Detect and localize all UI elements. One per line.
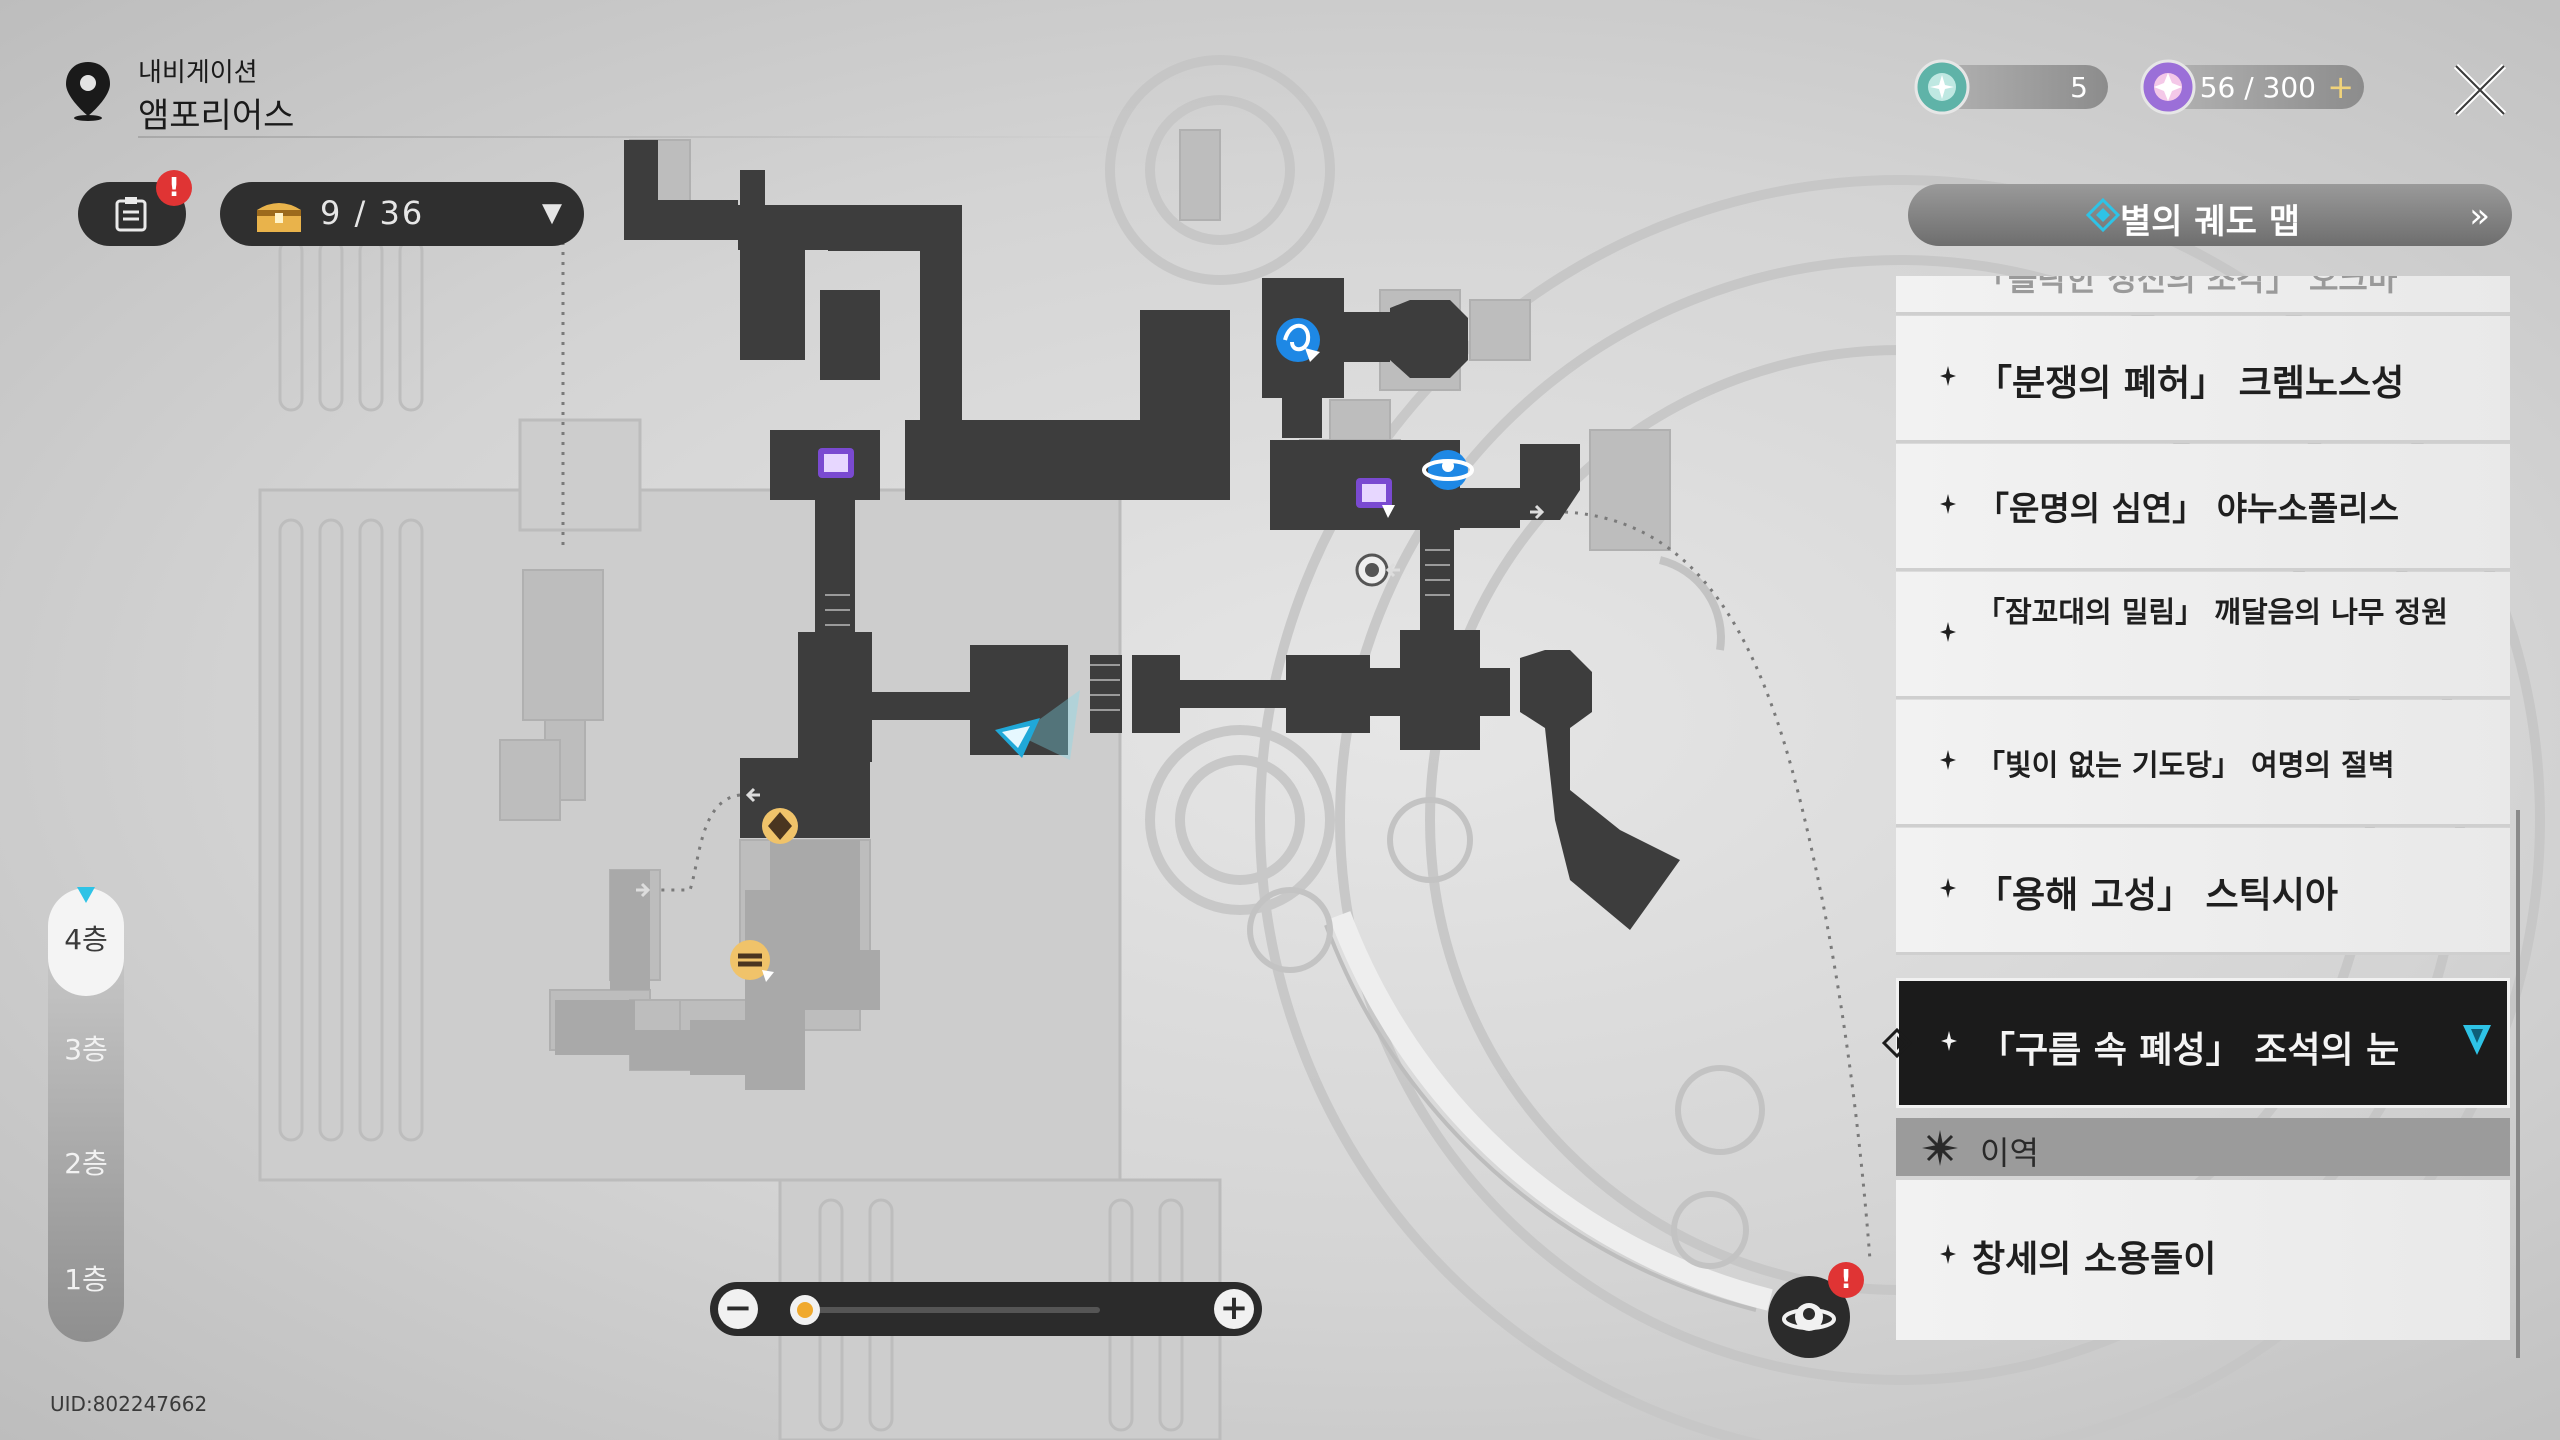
category-label: 이역 xyxy=(1980,1134,2039,1172)
location-pin-icon xyxy=(66,62,110,121)
star-orbit-map-button[interactable]: 별의 궤도 맵 » xyxy=(1908,184,2512,246)
clipboard-icon xyxy=(115,197,147,232)
selected-triangle-icon xyxy=(2463,1025,2491,1055)
mission-log-button[interactable]: ! xyxy=(78,170,192,246)
floor-3-button[interactable]: 3층 xyxy=(48,998,124,1102)
treasure-chest-marker[interactable] xyxy=(818,448,854,478)
interastral-guide-button[interactable]: ! xyxy=(1768,1262,1864,1358)
fuel-value: 5 xyxy=(2070,71,2088,104)
compass-star-icon xyxy=(1922,1130,1958,1166)
alert-badge: ! xyxy=(156,170,192,206)
navigation-title: 내비게이션 xyxy=(138,58,258,88)
sparkle-icon xyxy=(1940,494,1956,514)
sparkle-icon xyxy=(1940,750,1956,770)
zoom-in-button[interactable]: + xyxy=(1214,1289,1254,1329)
calyx-marker[interactable] xyxy=(1422,450,1474,490)
mission-marker[interactable] xyxy=(730,940,774,982)
floor-label: 3층 xyxy=(64,1033,108,1066)
region-item[interactable]: 「빛이 없는 기도당」 여명의 절벽 xyxy=(1896,700,2510,827)
region-name: 「잠꼬대의 밀림」 깨달음의 나무 정원 xyxy=(1976,595,2448,629)
treasure-chest-marker[interactable] xyxy=(1356,478,1395,518)
zoom-out-button[interactable]: − xyxy=(718,1289,758,1329)
floor-1-button[interactable]: 1층 xyxy=(48,1228,124,1332)
mission-marker[interactable] xyxy=(762,808,798,844)
region-name: 「용해 고성」 스틱시아 xyxy=(1976,875,2339,916)
header-divider xyxy=(138,136,1128,138)
diamond-icon xyxy=(2086,198,2120,232)
region-item-selected[interactable]: 「구름 속 폐성」 조석의 눈 xyxy=(1896,978,2510,1108)
region-name: 「운명의 심연」 야누소폴리스 xyxy=(1976,489,2399,528)
treasure-count: 9 / 36 xyxy=(320,194,425,232)
floor-selector: 4층 3층 2층 1층 xyxy=(48,887,124,1342)
region-name: 「구름 속 폐성」 조석의 눈 xyxy=(1979,1030,2400,1071)
selection-pointer-icon xyxy=(1881,1027,1913,1059)
region-item[interactable]: 「운명의 심연」 야누소폴리스 xyxy=(1896,444,2510,571)
double-chevron-right-icon: » xyxy=(2469,196,2490,236)
region-item[interactable]: 「잠꼬대의 밀림」 깨달음의 나무 정원 xyxy=(1896,572,2510,699)
region-list[interactable]: 「몰락한 성전의 조각」 오크마 「분쟁의 폐허」 크렘노스성 「운명의 심연」… xyxy=(1896,276,2516,1360)
user-id: UID:802247662 xyxy=(50,1392,208,1416)
sparkle-icon xyxy=(1940,878,1956,898)
region-item[interactable]: 「분쟁의 폐허」 크렘노스성 xyxy=(1896,316,2510,443)
region-name: 창세의 소용돌이 xyxy=(1972,1239,2217,1280)
zoom-slider-handle[interactable] xyxy=(790,1295,820,1325)
current-floor-marker-icon xyxy=(77,887,95,903)
region-item[interactable]: 「용해 고성」 스틱시아 xyxy=(1896,828,2510,955)
map-walkable-area xyxy=(624,140,1680,930)
planet-icon xyxy=(1782,1303,1836,1331)
region-item[interactable]: 「몰락한 성전의 조각」 오크마 xyxy=(1896,276,2510,315)
star-orbit-map-label: 별의 궤도 맵 xyxy=(2119,202,2301,242)
add-power-icon[interactable]: + xyxy=(2327,68,2354,106)
region-name: 「몰락한 성전의 조각」 오크마 xyxy=(1976,276,2398,298)
map-route-lines xyxy=(561,232,1872,1261)
close-icon[interactable] xyxy=(2450,60,2510,120)
player-location-marker xyxy=(995,690,1080,760)
sparkle-icon xyxy=(1941,1031,1957,1051)
teleport-waypoint-marker[interactable] xyxy=(1355,553,1389,587)
fuel-orb-icon xyxy=(1914,59,1970,115)
region-name: 「분쟁의 폐허」 크렘노스성 xyxy=(1976,363,2405,404)
trailblaze-power-value: 56 / 300 xyxy=(2199,71,2316,104)
trailblaze-power-icon xyxy=(2140,59,2196,115)
category-header: 이역 xyxy=(1896,1118,2510,1176)
sparkle-icon xyxy=(1940,366,1956,386)
treasure-chest-icon xyxy=(257,203,301,232)
region-item[interactable]: 창세의 소용돌이 xyxy=(1896,1180,2510,1340)
zoom-slider-track[interactable] xyxy=(800,1307,1100,1313)
current-location-name: 앰포리어스 xyxy=(138,96,295,136)
sparkle-icon xyxy=(1940,622,1956,642)
floor-label: 2층 xyxy=(64,1147,108,1180)
floor-label: 1층 xyxy=(64,1263,108,1296)
alert-badge: ! xyxy=(1828,1262,1864,1298)
zoom-control: − + xyxy=(710,1282,1262,1336)
treasure-counter-dropdown[interactable]: 9 / 36 ▼ xyxy=(220,182,584,246)
space-anchor-marker[interactable] xyxy=(1276,318,1320,362)
floor-2-button[interactable]: 2층 xyxy=(48,1112,124,1216)
region-list-scrollbar[interactable] xyxy=(2516,810,2520,1358)
chevron-down-icon: ▼ xyxy=(542,198,562,228)
region-name: 「빛이 없는 기도당」 여명의 절벽 xyxy=(1976,748,2395,782)
sparkle-icon xyxy=(1940,1244,1956,1264)
floor-4-button[interactable]: 4층 xyxy=(48,887,124,996)
fuel-counter[interactable]: 5 xyxy=(1914,59,2108,115)
map-curved-walkway xyxy=(1329,911,1773,1311)
floor-label: 4층 xyxy=(64,923,108,956)
trailblaze-power-counter[interactable]: 56 / 300 + xyxy=(2140,59,2364,115)
